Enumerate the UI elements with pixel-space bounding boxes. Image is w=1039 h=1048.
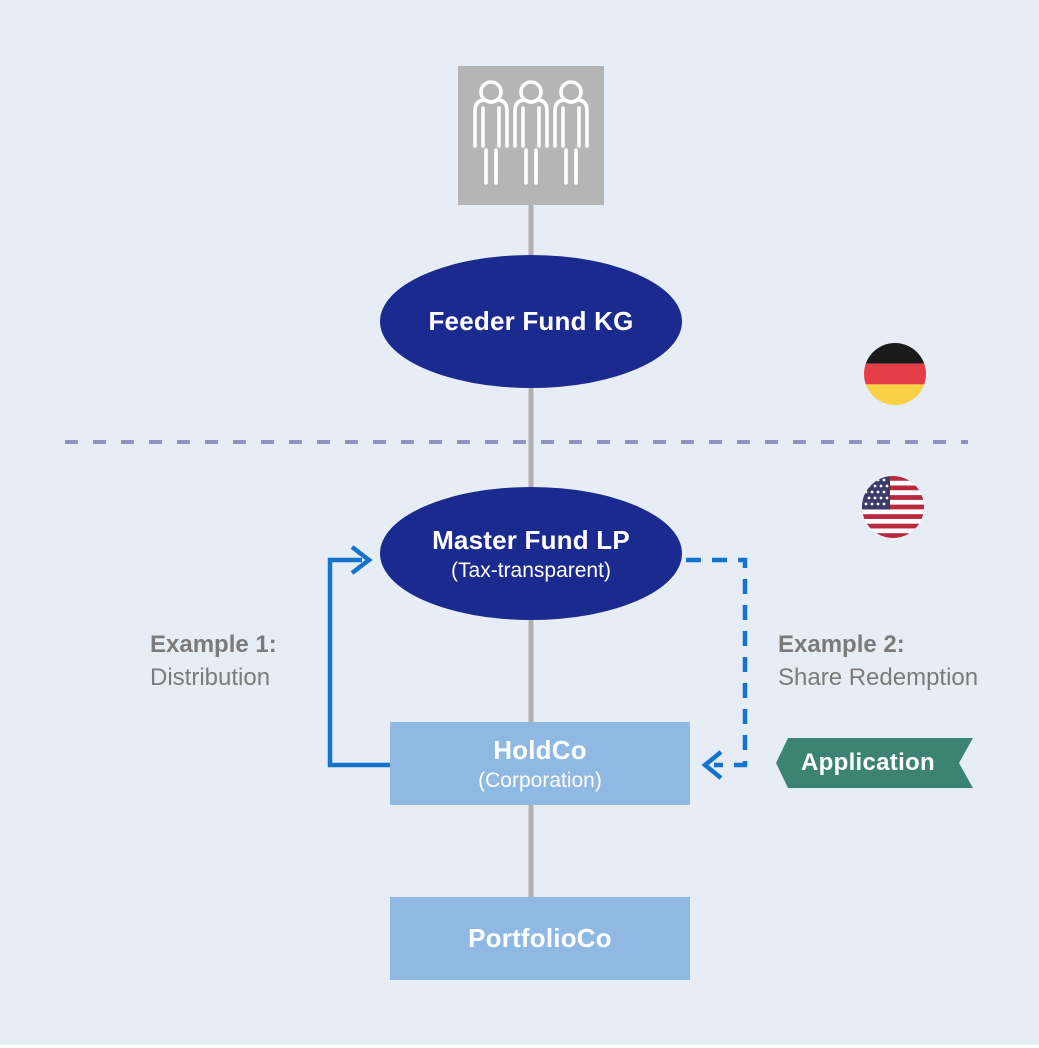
distribution-arrow (327, 545, 390, 768)
person-icon (473, 80, 509, 185)
usa-flag-icon (862, 476, 924, 538)
example1-title: Example 1: (150, 631, 277, 658)
person-icon (553, 80, 589, 185)
bottom-border (0, 1045, 1039, 1048)
master-fund-sublabel: (Tax-transparent) (451, 558, 611, 582)
portfolioco-label: PortfolioCo (468, 923, 612, 953)
three-persons-icon (473, 80, 589, 185)
feeder-fund-label: Feeder Fund KG (428, 306, 634, 336)
master-fund-label: Master Fund LP (432, 524, 630, 555)
person-icon (513, 80, 549, 185)
investors-box (458, 66, 604, 205)
example1-text: Example 1: Distribution (150, 628, 277, 694)
application-banner (776, 738, 973, 788)
master-fund-node: Master Fund LP (Tax-transparent) (380, 487, 682, 620)
holdco-node: HoldCo (Corporation) (390, 722, 690, 805)
example2-subtitle: Share Redemption (778, 664, 979, 691)
share-redemption-arrow (686, 557, 748, 780)
example2-title: Example 2: (778, 631, 905, 658)
germany-flag-icon (864, 343, 926, 405)
example1-subtitle: Distribution (150, 664, 271, 691)
portfolioco-node: PortfolioCo (390, 897, 690, 980)
application-banner-label: Application (801, 749, 935, 776)
holdco-sublabel: (Corporation) (478, 768, 602, 792)
holdco-label: HoldCo (493, 734, 587, 765)
feeder-fund-node: Feeder Fund KG (380, 255, 682, 388)
example2-text: Example 2: Share Redemption (778, 628, 978, 694)
